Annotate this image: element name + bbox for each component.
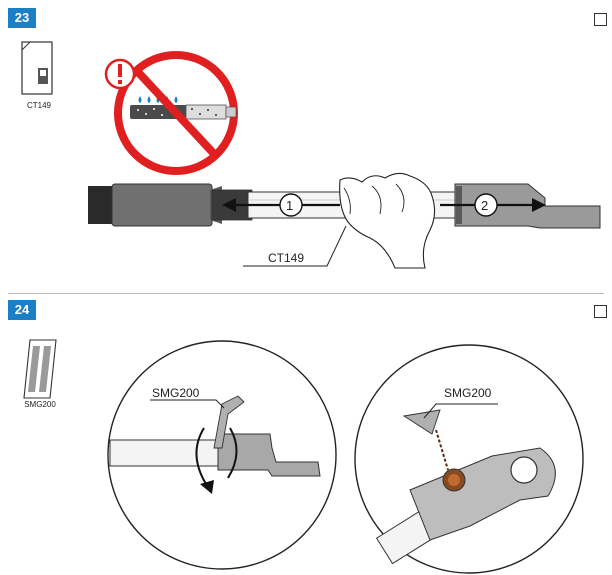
step-23-badge: 23 xyxy=(8,8,36,28)
smg200-package-label: SMG200 xyxy=(24,400,56,409)
ct149-package-label: CT149 xyxy=(26,101,51,110)
step-24-badge: 24 xyxy=(8,300,36,320)
no-water-prohibition-icon xyxy=(114,51,238,175)
grease-rotate-detail-left xyxy=(107,340,337,570)
step-24-checkbox[interactable] xyxy=(594,305,607,318)
smg200-callout-right: SMG200 xyxy=(444,386,492,400)
step-23-checkbox[interactable] xyxy=(594,13,607,26)
warning-icon xyxy=(104,58,136,90)
arrow-1-number: 1 xyxy=(286,198,294,213)
arrow-2-number: 2 xyxy=(481,198,489,213)
ct149-package-icon xyxy=(21,41,53,95)
ct149-callout: CT149 xyxy=(268,251,305,265)
grease-nipple-detail-right xyxy=(354,344,584,574)
smg200-callout-left: SMG200 xyxy=(152,386,200,400)
smg200-package-icon xyxy=(23,339,57,399)
step-divider xyxy=(8,293,604,294)
rod-assembly-illustration xyxy=(88,172,601,269)
